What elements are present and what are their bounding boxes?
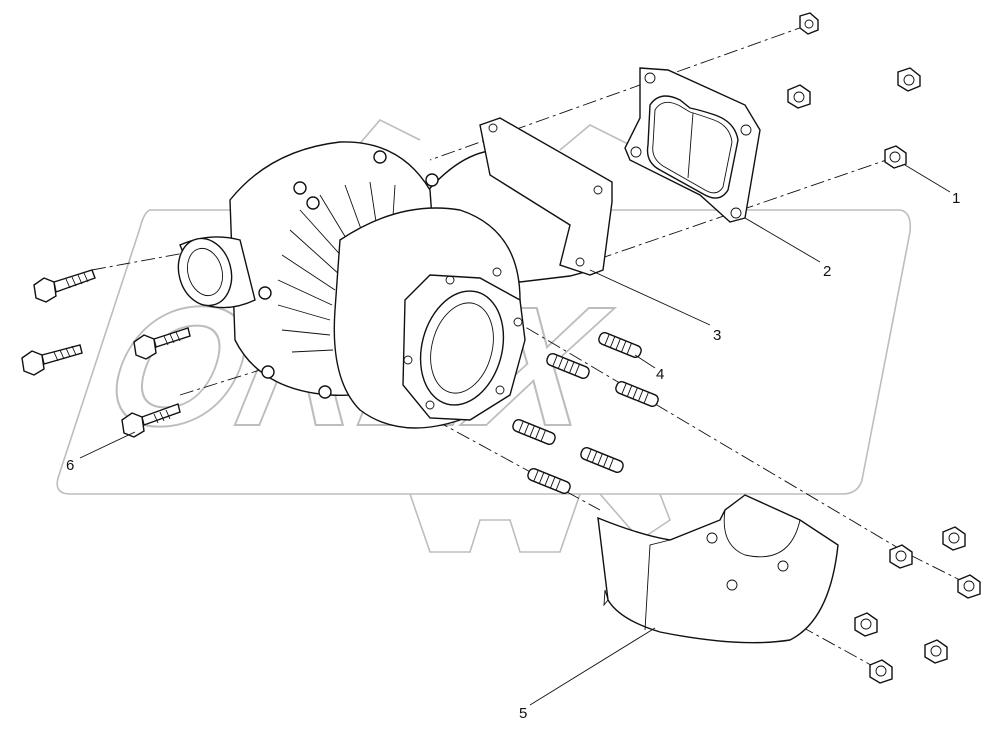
gasket — [624, 67, 761, 223]
leader-lines — [79, 164, 951, 706]
bolts-left — [21, 269, 191, 438]
callout-labels: 1 2 3 4 5 6 — [66, 190, 960, 722]
studs — [512, 332, 659, 494]
callout-4: 4 — [656, 366, 664, 383]
callout-3: 3 — [713, 327, 721, 344]
callout-1: 1 — [952, 190, 960, 207]
heat-shield — [597, 494, 839, 644]
callout-6: 6 — [66, 457, 74, 474]
nuts-top — [787, 12, 921, 169]
nuts-bottom — [854, 526, 981, 684]
callout-2: 2 — [823, 263, 831, 280]
turbocharger — [177, 117, 613, 429]
callout-5: 5 — [519, 705, 527, 722]
